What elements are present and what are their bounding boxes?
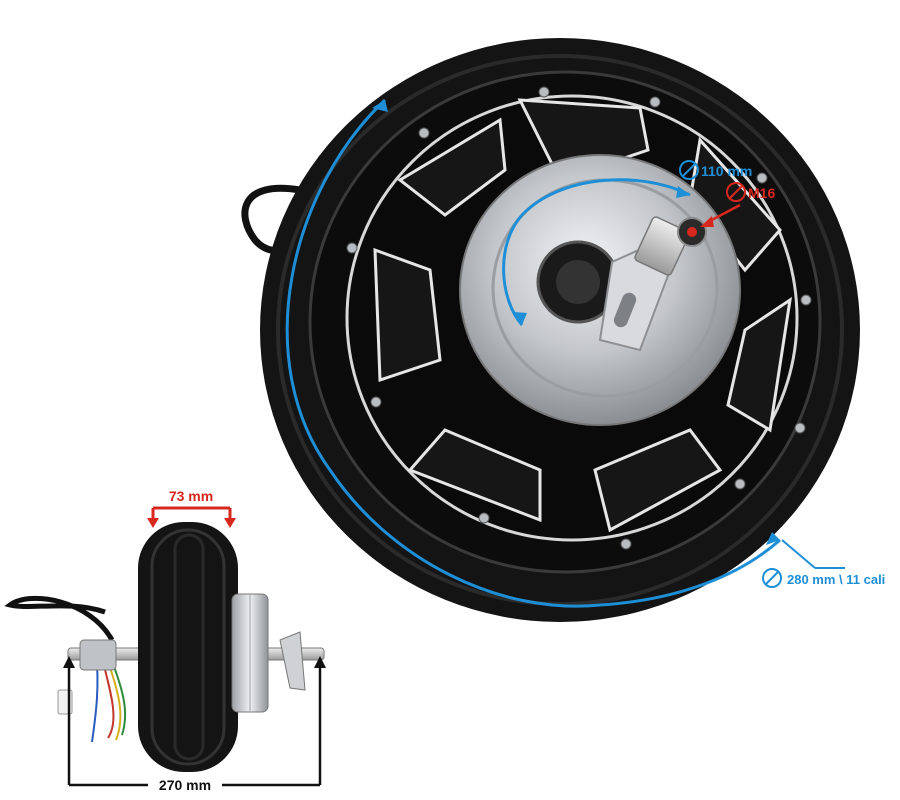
diameter-icon xyxy=(726,182,746,202)
diameter-icon xyxy=(679,160,699,180)
main-wheel xyxy=(241,38,860,622)
side-tire xyxy=(138,522,238,772)
axle-length-text: 270 mm xyxy=(159,777,211,793)
cover-bolts xyxy=(346,86,812,550)
hub-diameter-text: 110 mm xyxy=(701,163,752,179)
axle-thread-text: M16 xyxy=(748,185,775,201)
side-wheel xyxy=(4,522,325,772)
wheel-diameter-text: 280 mm \ 11 cali xyxy=(787,572,885,587)
label-wheel-diameter: 280 mm \ 11 cali xyxy=(762,539,885,588)
tire-width-text: 73 mm xyxy=(169,488,213,504)
wheel-diameter-arc xyxy=(285,98,781,608)
label-axle-thread: M16 xyxy=(700,182,775,227)
hub-diameter-arc xyxy=(502,178,691,326)
label-tire-width: 73 mm xyxy=(147,488,236,528)
diameter-icon xyxy=(762,568,782,588)
label-hub-diameter: 110 mm xyxy=(679,160,752,180)
side-cable xyxy=(4,596,115,642)
label-axle-length: 270 mm xyxy=(63,656,326,793)
axle xyxy=(634,216,690,276)
tire-groove xyxy=(276,54,844,606)
